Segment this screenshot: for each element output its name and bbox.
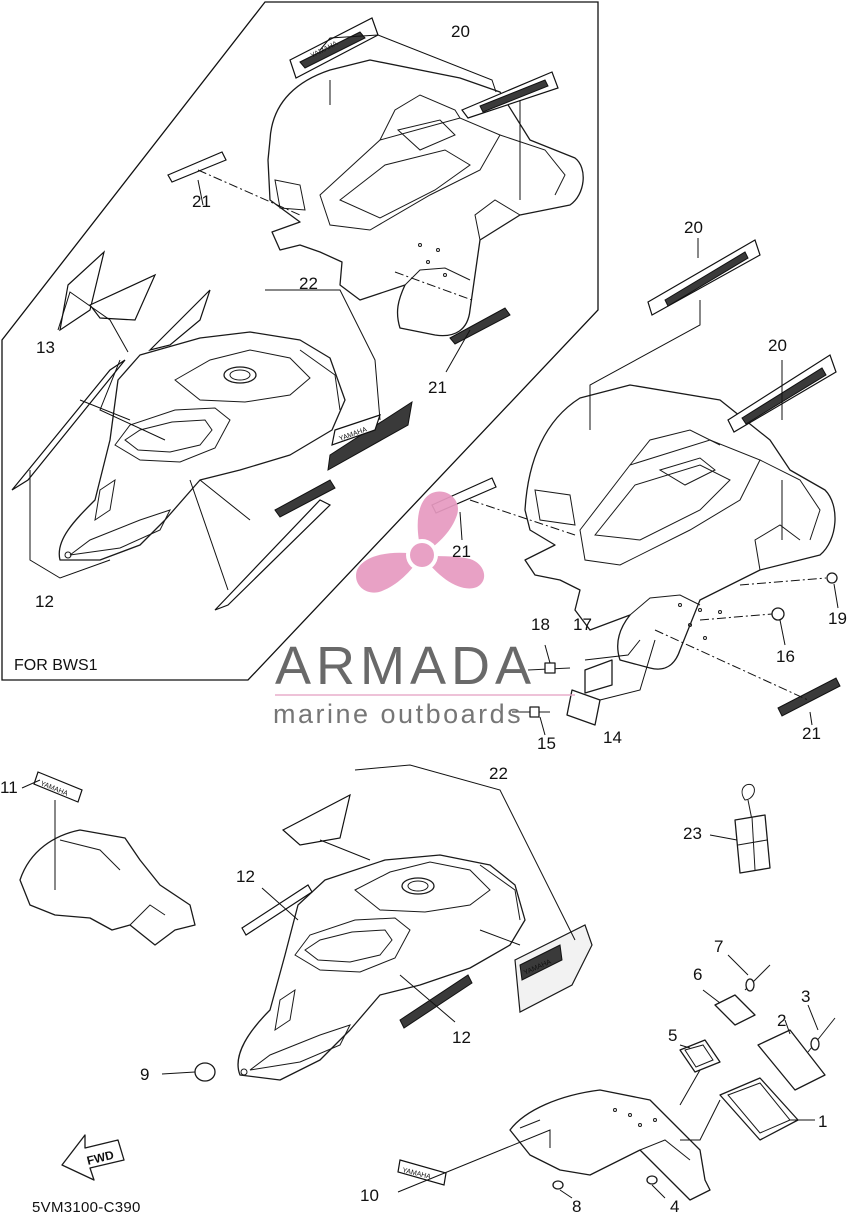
bolt-18: [527, 644, 571, 674]
callout-1: 1: [818, 1112, 827, 1131]
callout-21-inset-lower: 21: [428, 378, 447, 397]
callout-9: 9: [140, 1065, 149, 1084]
callout-3: 3: [801, 987, 810, 1006]
callout-22-main: 22: [489, 764, 508, 783]
inset-caption: FOR BWS1: [14, 657, 98, 674]
decal-10-yamaha: YAMAHA: [397, 1129, 551, 1193]
svg-text:FWD: FWD: [85, 1148, 115, 1168]
armada-watermark: ARMADA marine outboards: [273, 491, 575, 729]
plate-6: [702, 989, 756, 1026]
inset-decal-20-left: YAMAHA: [289, 17, 379, 79]
callout-20-inset: 20: [451, 22, 470, 41]
callout-12-top: 12: [236, 867, 255, 886]
inset-decal-22: YAMAHA: [327, 400, 413, 471]
inset-side-panel-left: [11, 289, 211, 491]
watermark-tagline: marine outboards: [273, 699, 523, 729]
plate-5: [679, 1039, 721, 1106]
decal-11-yamaha: YAMAHA: [33, 771, 83, 803]
inset-side-panel-right: [214, 479, 336, 611]
callout-23: 23: [683, 824, 702, 843]
inset-decal-13: [59, 250, 157, 332]
callout-4: 4: [670, 1197, 679, 1215]
grommet-16: [699, 607, 786, 646]
decal-12-top: [281, 793, 351, 846]
bolt-7: [727, 954, 771, 992]
callout-16: 16: [776, 647, 795, 666]
plate-1: [680, 1077, 815, 1141]
callout-20-upper: 20: [684, 218, 703, 237]
callout-20-lower: 20: [768, 336, 787, 355]
inset-rear-fender: [267, 59, 584, 337]
plate-14: [566, 639, 656, 726]
washer-4: [646, 1175, 666, 1199]
callout-21-watermark: 21: [452, 542, 471, 561]
plate-2: [757, 1019, 826, 1091]
callout-2: 2: [777, 1011, 786, 1030]
callout-21-inset-upper: 21: [192, 192, 211, 211]
callout-5: 5: [668, 1026, 677, 1045]
inset-decal-20-right: [461, 71, 559, 119]
rear-fender: [524, 384, 836, 670]
fwd-arrow-icon: FWD: [61, 1134, 125, 1181]
inset-frame: [1, 1, 599, 681]
inset-decal-21-upper: [167, 151, 227, 183]
decal-21-lower-right: [777, 677, 841, 717]
decal-12-side: [399, 974, 473, 1029]
callout-21-lower-right: 21: [802, 724, 821, 743]
tag-23: [709, 783, 771, 874]
rear-bracket: [509, 1089, 711, 1201]
callout-7: 7: [714, 937, 723, 956]
callout-18: 18: [531, 615, 550, 634]
inset-decal-21-lower: [449, 307, 511, 345]
decal-20-upper: [647, 239, 761, 316]
callout-10: 10: [360, 1186, 379, 1205]
catalog-code: 5VM3100-C390: [32, 1199, 141, 1215]
callout-14: 14: [603, 728, 622, 747]
front-fender: [237, 854, 526, 1081]
callout-12-inset: 12: [35, 592, 54, 611]
decal-12-strip: [241, 884, 313, 936]
washer-8: [552, 1180, 573, 1199]
decal-22: YAMAHA: [514, 924, 593, 1013]
emblem-9: [161, 1062, 216, 1082]
bolt-15: [512, 706, 550, 736]
screw-19: [739, 572, 839, 609]
callout-11: 11: [0, 778, 18, 797]
callout-12-side: 12: [452, 1028, 471, 1047]
callout-17: 17: [573, 615, 592, 634]
callout-6: 6: [693, 965, 702, 984]
side-cover-11: [19, 829, 196, 946]
propeller-logo-icon: [356, 491, 485, 593]
watermark-brand: ARMADA: [275, 636, 536, 696]
pin-3: [807, 1004, 836, 1053]
callout-19: 19: [828, 609, 847, 628]
callout-15: 15: [537, 734, 556, 753]
callout-22-inset: 22: [299, 274, 318, 293]
plate-bracket-17: [584, 639, 641, 694]
inset-front-fender: [58, 331, 346, 561]
callout-13: 13: [36, 338, 55, 357]
callout-8: 8: [572, 1197, 581, 1215]
